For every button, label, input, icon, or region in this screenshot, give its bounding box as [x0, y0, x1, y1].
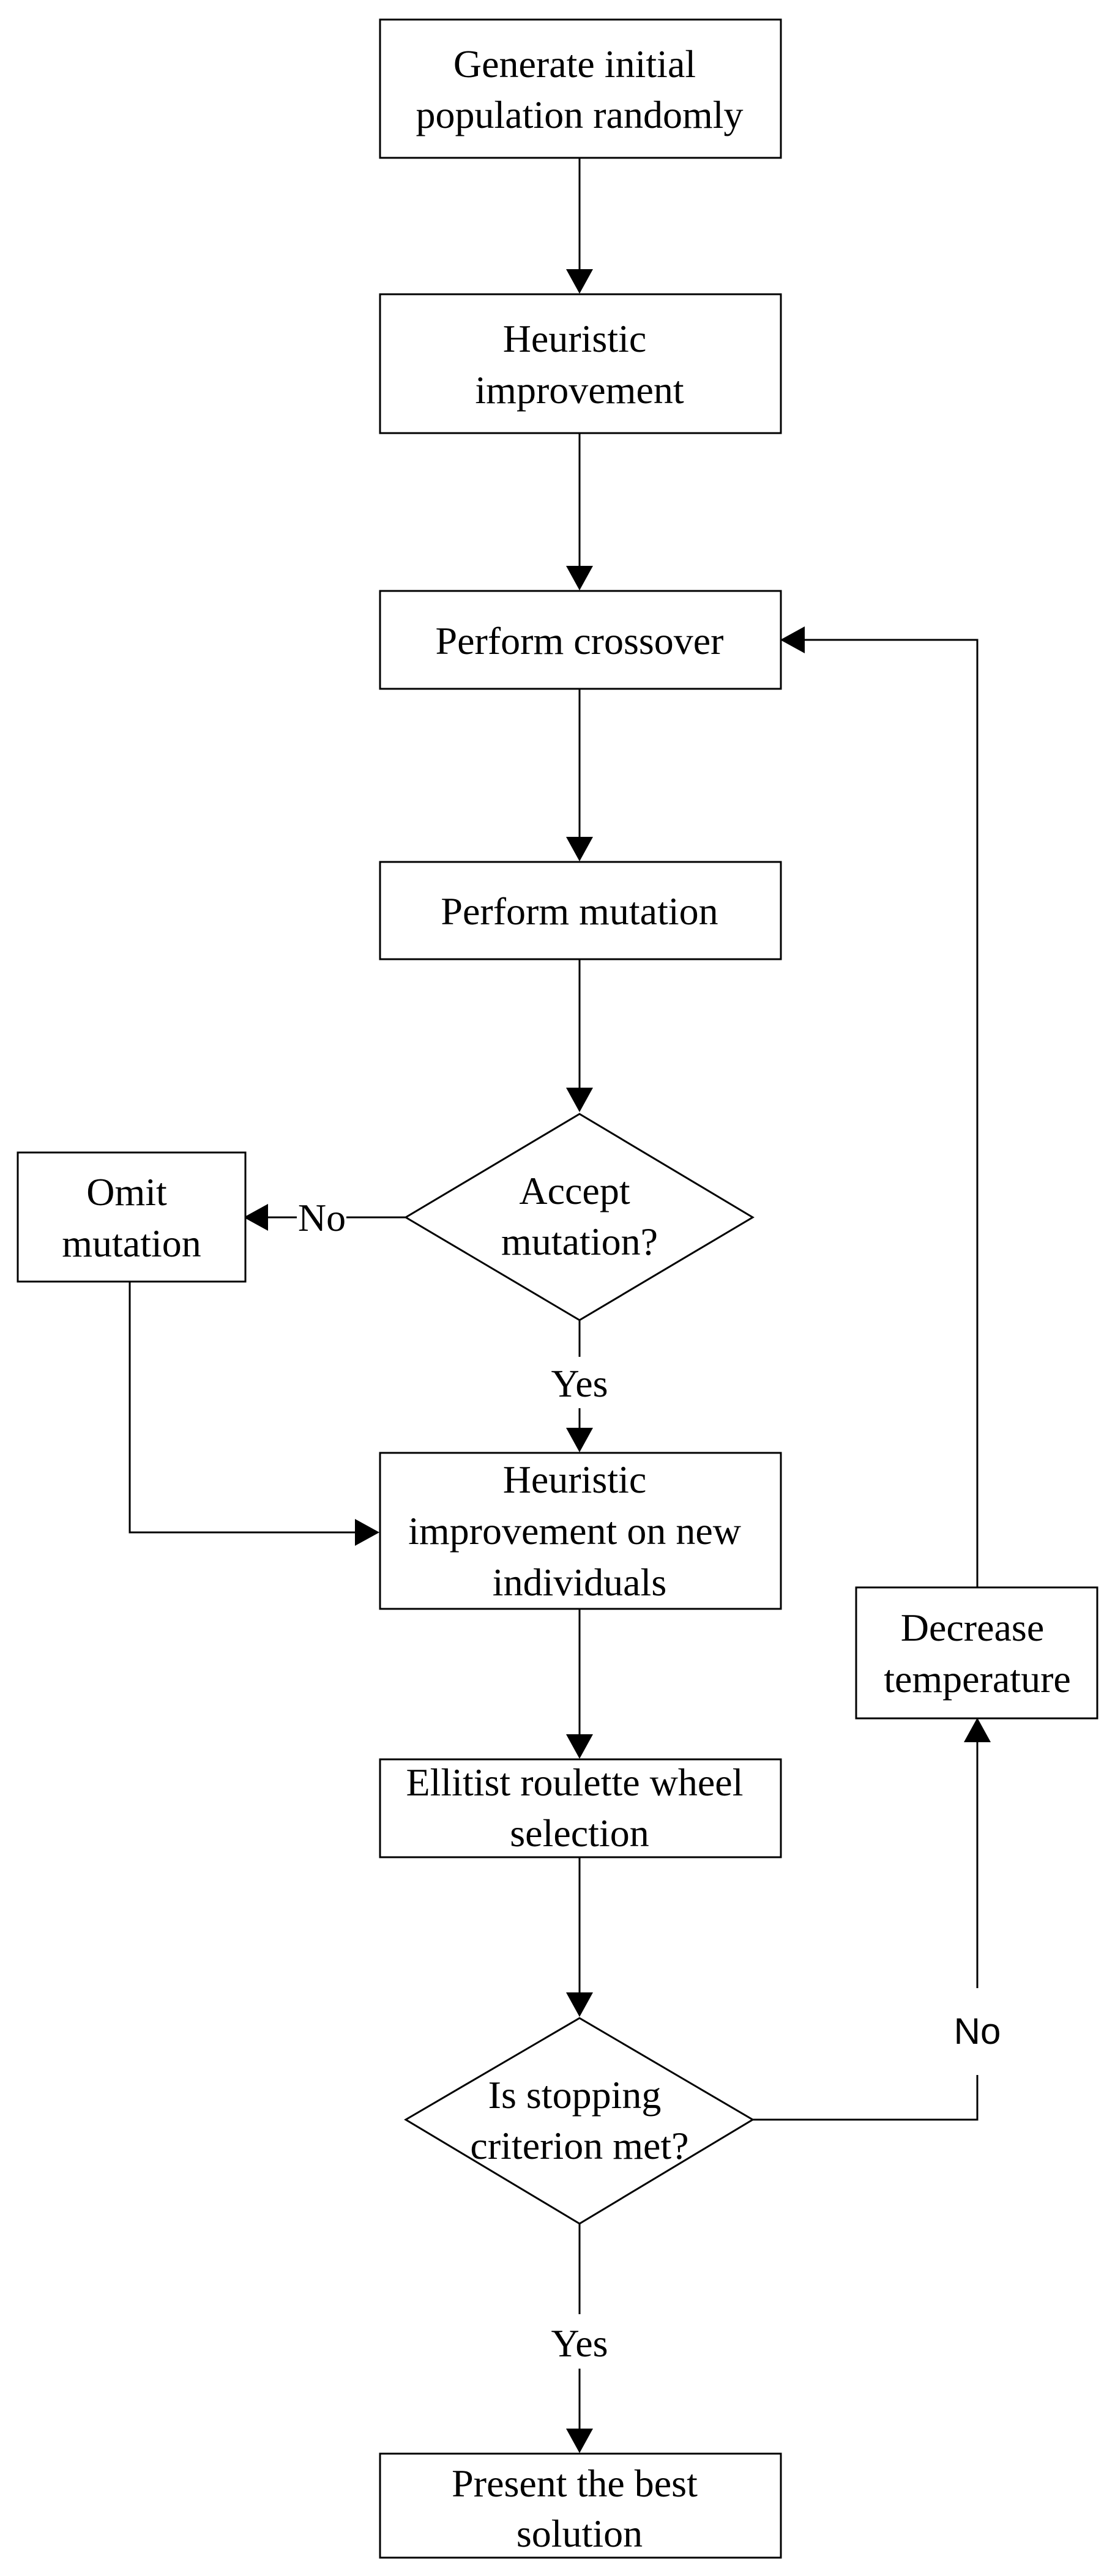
- node-accept-mutation: Accept mutation?: [404, 1113, 755, 1321]
- node-perform-crossover: Perform crossover: [379, 590, 782, 690]
- process-box: [379, 18, 782, 159]
- arrowhead: [566, 1088, 593, 1112]
- svg-text:Accept mutation?: Accept mutation?: [501, 1169, 658, 1263]
- process-box: [379, 2452, 782, 2559]
- node-label-line: Is stopping: [488, 2073, 662, 2117]
- node-label-line: population randomly: [416, 93, 743, 136]
- process-box: [17, 1151, 247, 1283]
- edge-label-accept-yes: Yes: [551, 1362, 608, 1405]
- process-box: [855, 1586, 1098, 1720]
- node-elitist-selection: Ellitist roulette wheel selection: [379, 1758, 782, 1858]
- svg-text:Omit mutation: Omit mutation: [62, 1170, 201, 1265]
- node-label-line: individuals: [493, 1561, 666, 1604]
- node-label-line: Perform mutation: [441, 889, 718, 933]
- node-label-line: criterion met?: [470, 2124, 688, 2167]
- arrowhead: [566, 1428, 593, 1452]
- arrowhead: [780, 626, 805, 653]
- process-box: [379, 1452, 782, 1610]
- node-label-line: Generate initial: [453, 42, 696, 86]
- node-label-line: Heuristic: [503, 1458, 647, 1501]
- node-heuristic-improvement: Heuristic improvement: [379, 293, 782, 434]
- node-label-line: mutation: [62, 1222, 201, 1265]
- node-label-line: improvement on new: [408, 1509, 741, 1553]
- node-label-line: Perform crossover: [436, 619, 724, 663]
- edge-label-stop-yes: Yes: [551, 2322, 608, 2365]
- node-heuristic-improvement-new: Heuristic improvement on new individuals: [379, 1452, 782, 1610]
- svg-text:Generate initial populat: Generate initial population randomly: [416, 42, 743, 136]
- arrowhead: [566, 1734, 593, 1759]
- node-stopping-criterion: Is stopping criterion met?: [404, 2017, 755, 2225]
- svg-text:Perform mutation: Perform mutation: [441, 889, 718, 933]
- node-perform-mutation: Perform mutation: [379, 861, 782, 960]
- node-generate-initial-population: Generate initial population randomly: [379, 18, 782, 159]
- arrowhead: [566, 837, 593, 861]
- arrowhead: [244, 1204, 268, 1231]
- node-label-line: selection: [510, 1811, 649, 1855]
- svg-text:Heuristic improvement on: Heuristic improvement on new individuals: [408, 1458, 751, 1604]
- arrowhead: [566, 269, 593, 294]
- arrowhead: [964, 1718, 991, 1742]
- node-label-line: Ellitist roulette wheel: [406, 1761, 744, 1804]
- svg-text:Present the best solutio: Present the best solution: [452, 2462, 707, 2555]
- svg-text:Is stopping criterion me: Is stopping criterion met?: [470, 2073, 688, 2167]
- arrowhead: [566, 566, 593, 590]
- arrowhead: [566, 2429, 593, 2453]
- node-label-line: Decrease: [901, 1606, 1044, 1649]
- edge-omit-to-heuristic-new: [129, 1282, 355, 1534]
- process-box: [379, 590, 782, 690]
- node-decrease-temperature: Decrease temperature: [855, 1586, 1098, 1720]
- arrowhead: [566, 1992, 593, 2017]
- arrowhead: [355, 1519, 379, 1546]
- node-omit-mutation: Omit mutation: [17, 1151, 247, 1283]
- process-box: [379, 1758, 782, 1858]
- edge-stop-no-line: [753, 2075, 979, 2121]
- node-label-line: Heuristic: [503, 317, 647, 360]
- node-present-best-solution: Present the best solution: [379, 2452, 782, 2559]
- edge-label-accept-no: No: [298, 1196, 346, 1239]
- node-label-line: Accept: [519, 1169, 630, 1212]
- node-label-line: improvement: [475, 368, 684, 412]
- node-label-line: temperature: [884, 1657, 1071, 1701]
- decision-diamond: [404, 1113, 755, 1321]
- node-label-line: solution: [516, 2512, 643, 2555]
- connectors: [129, 158, 991, 2453]
- edge-decrease-to-crossover: [805, 639, 979, 1587]
- node-label-line: mutation?: [501, 1220, 658, 1263]
- process-box: [379, 861, 782, 960]
- svg-text:Perform crossover: Perform crossover: [436, 619, 724, 663]
- node-label-line: Present the best: [452, 2462, 698, 2505]
- node-label-line: Omit: [86, 1170, 167, 1214]
- edge-label-stop-no: No: [954, 2011, 1001, 2052]
- decision-diamond: [404, 2017, 755, 2225]
- svg-text:Ellitist roulette wheel: Ellitist roulette wheel selection: [406, 1761, 753, 1855]
- svg-text:Heuristic improvement: Heuristic improvement: [475, 317, 684, 412]
- process-box: [379, 293, 782, 434]
- svg-text:Decrease temperature: Decrease temperature: [884, 1606, 1071, 1701]
